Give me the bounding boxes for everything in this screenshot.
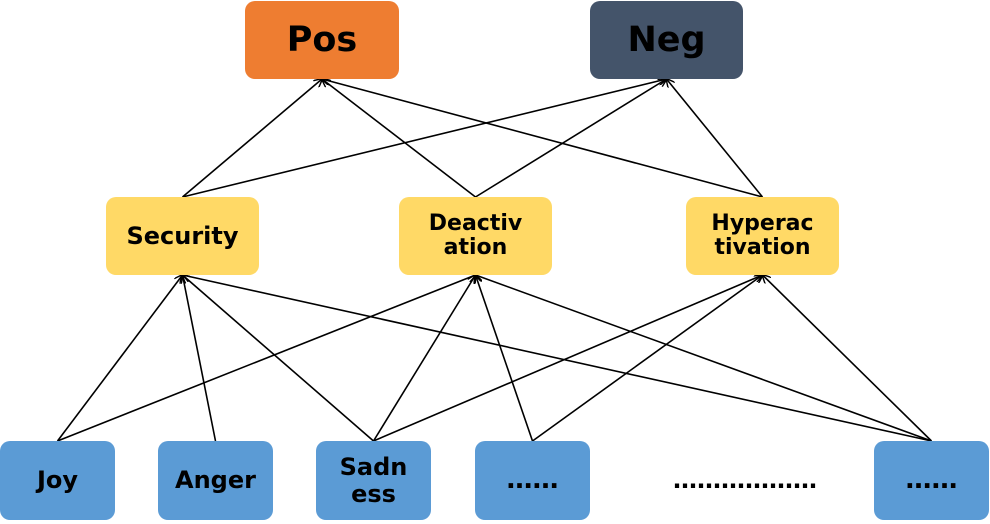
edge-hyperactivation-to-neg — [667, 79, 764, 198]
sadness-label-line1: Sadn — [339, 453, 408, 482]
edge-ellipsis2-to-deactivation — [476, 275, 932, 442]
security-node: Security — [106, 197, 259, 275]
edge-joy-to-security — [56, 275, 183, 442]
edge-hyperactivation-to-pos — [322, 79, 763, 198]
edge-sadness-to-hyperactivation — [373, 275, 763, 442]
pos-node: Pos — [245, 1, 399, 79]
deactivation-label-line1: Deactiv — [428, 210, 523, 236]
edge-ellipsis2-to-security — [183, 275, 932, 442]
edge-joy-to-deactivation — [57, 275, 476, 442]
hyperactivation-label-line2: tivation — [714, 235, 811, 260]
edge-security-to-pos — [181, 79, 323, 198]
neg-label: Neg — [627, 19, 706, 60]
hyperactivation-node: Hyperac tivation — [686, 197, 839, 275]
edge-ellipsis1-to-deactivation — [476, 275, 534, 442]
edge-ellipsis1-to-hyperactivation — [532, 275, 763, 442]
joy-label: Joy — [36, 466, 79, 495]
deactivation-node: Deactiv ation — [399, 197, 552, 275]
edge-anger-to-security — [183, 275, 217, 442]
edge-security-to-neg — [182, 79, 667, 198]
edge-sadness-to-security — [183, 275, 375, 442]
sadness-label-line2: ess — [351, 479, 396, 508]
edge-deactivation-to-neg — [475, 79, 667, 198]
ellipsis-node-1: …… — [475, 441, 590, 520]
deactivation-label-line2: ation — [443, 235, 508, 260]
ellipsis-label-1: …… — [506, 465, 559, 496]
more-nodes-dots: ……………… — [673, 466, 817, 494]
edge-deactivation-to-pos — [322, 79, 476, 198]
ellipsis-node-2: …… — [874, 441, 989, 520]
security-label: Security — [126, 221, 239, 250]
neg-node: Neg — [590, 1, 743, 79]
edge-sadness-to-deactivation — [372, 275, 476, 442]
anger-node: Anger — [158, 441, 273, 520]
anger-label: Anger — [175, 466, 256, 495]
hyperactivation-label-line1: Hyperac — [711, 210, 814, 236]
edge-ellipsis2-to-hyperactivation — [763, 275, 933, 442]
pos-label: Pos — [286, 19, 358, 60]
joy-node: Joy — [0, 441, 115, 520]
ellipsis-label-2: …… — [905, 465, 958, 496]
sadness-node: Sadn ess — [316, 441, 431, 520]
